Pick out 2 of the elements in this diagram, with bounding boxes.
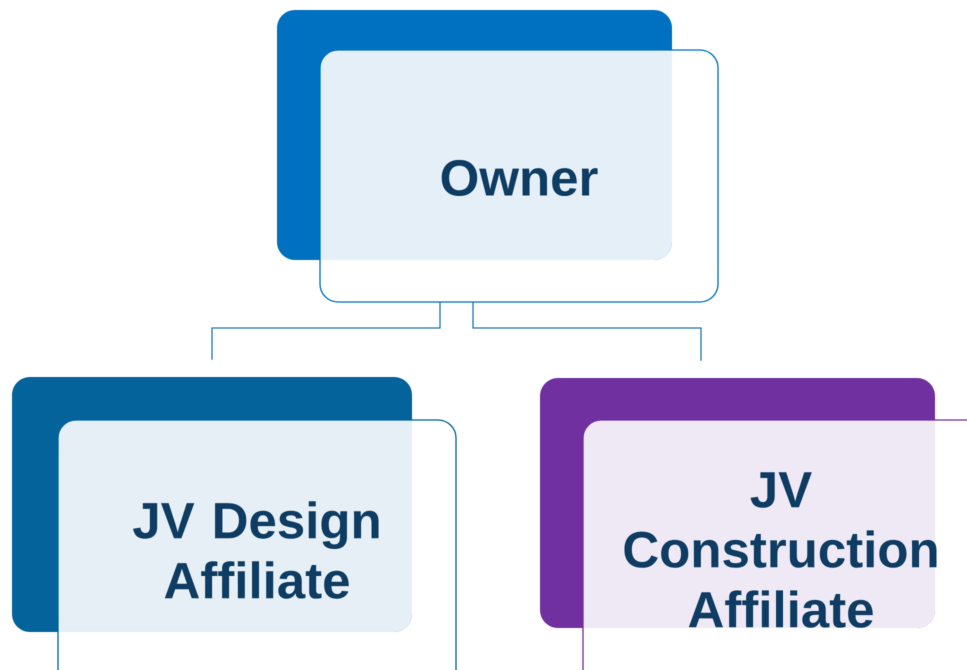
connector-line [472,302,702,361]
connector-line [211,302,441,360]
